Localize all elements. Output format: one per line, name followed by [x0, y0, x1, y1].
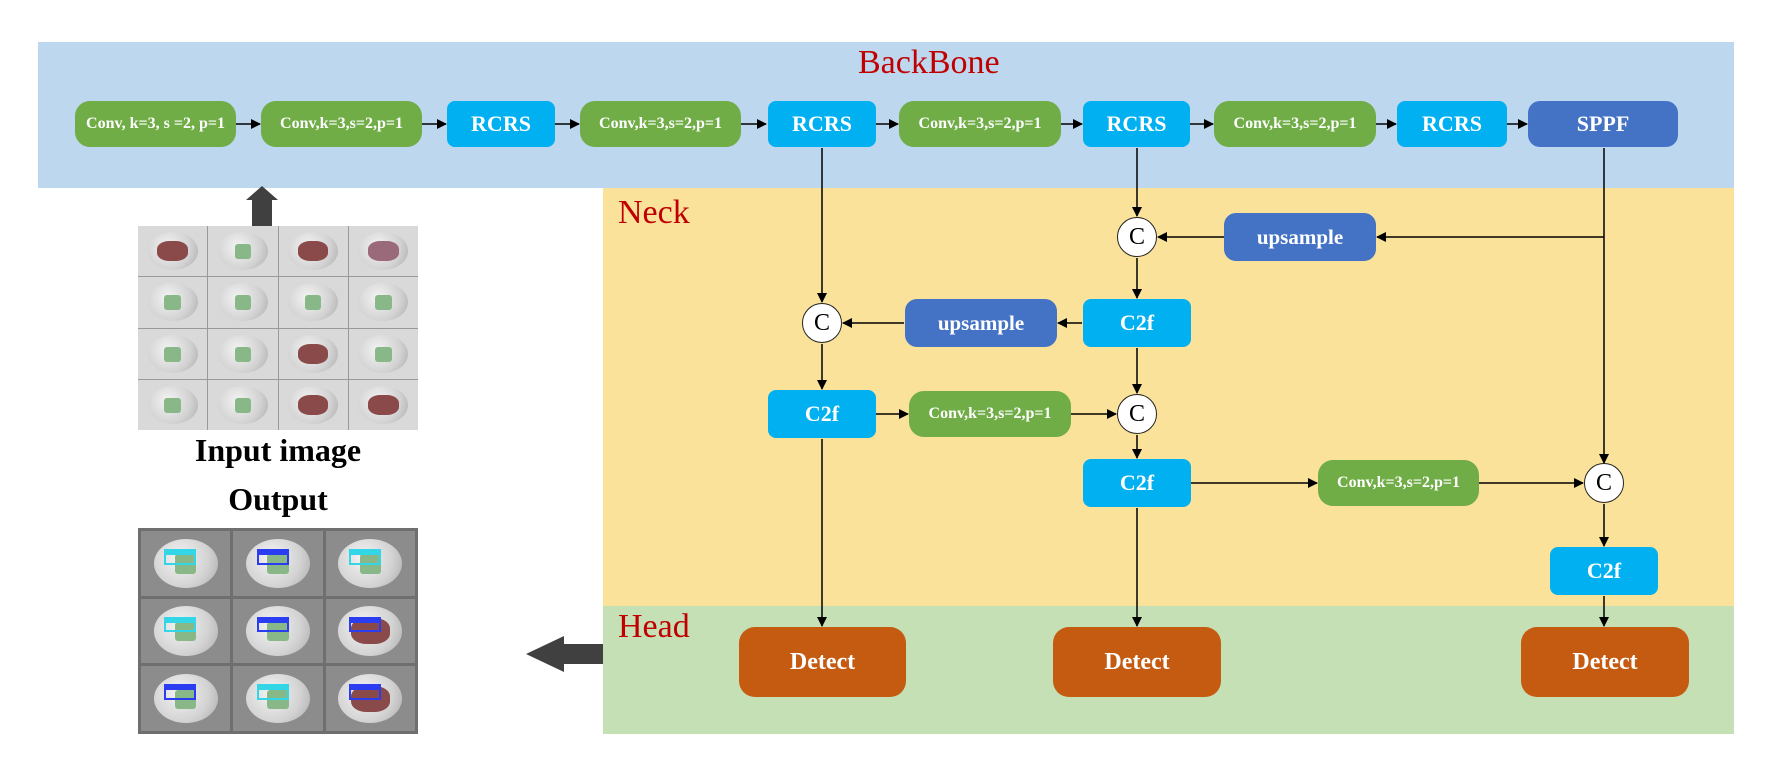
neck-c2f-right-top: C2f: [1083, 299, 1191, 347]
backbone-sppf: SPPF: [1528, 101, 1678, 147]
neck-title: Neck: [618, 194, 690, 231]
backbone-conv-3: Conv,k=3,s=2,p=1: [580, 101, 741, 147]
input-tile: [278, 379, 348, 430]
input-tile: [278, 277, 348, 328]
output-arrow-head: [526, 636, 564, 672]
neck-c2f-far-right: C2f: [1550, 547, 1658, 595]
output-tile: [141, 598, 231, 664]
output-tile: [233, 598, 323, 664]
backbone-conv-4: Conv,k=3,s=2,p=1: [899, 101, 1061, 147]
concat-node-mid: C: [1117, 394, 1157, 434]
input-tile: [348, 328, 418, 379]
output-tile: [233, 531, 323, 596]
detection-box: [164, 616, 197, 633]
neck-upsample-mid: upsample: [905, 299, 1057, 347]
concat-node-right: C: [1584, 463, 1624, 503]
concat-node-left: C: [802, 303, 842, 343]
input-tile: [138, 226, 208, 277]
detection-box: [348, 549, 382, 565]
input-image-caption: Input image: [194, 432, 362, 468]
backbone-rcrs-4: RCRS: [1397, 101, 1507, 147]
backbone-rcrs-3: RCRS: [1083, 101, 1190, 147]
input-tile: [208, 328, 278, 379]
head-title: Head: [618, 608, 690, 645]
input-arrow-shaft: [252, 198, 272, 226]
output-tile: [325, 666, 415, 731]
input-tile: [208, 226, 278, 277]
backbone-conv-5: Conv,k=3,s=2,p=1: [1214, 101, 1376, 147]
input-tile: [278, 226, 348, 277]
detection-box: [256, 616, 289, 633]
output-tile: [141, 531, 231, 596]
backbone-conv-2: Conv,k=3,s=2,p=1: [261, 101, 422, 147]
input-tile: [348, 277, 418, 328]
output-caption: Output: [228, 481, 328, 517]
input-tile: [138, 379, 208, 430]
neck-conv-bottom: Conv,k=3,s=2,p=1: [1318, 460, 1479, 506]
concat-node-top: C: [1117, 217, 1157, 257]
neck-c2f-right-bottom: C2f: [1083, 459, 1191, 507]
detect-2: Detect: [1053, 627, 1221, 697]
output-tile: [325, 598, 415, 664]
output-tile: [141, 666, 231, 731]
output-arrow-shaft: [562, 644, 603, 664]
input-arrow-head: [246, 186, 278, 200]
input-tile: [138, 277, 208, 328]
neck-conv-mid: Conv,k=3,s=2,p=1: [909, 391, 1071, 437]
neck-c2f-left: C2f: [768, 390, 876, 438]
input-tile: [138, 328, 208, 379]
detect-3: Detect: [1521, 627, 1689, 697]
backbone-rcrs-1: RCRS: [447, 101, 555, 147]
input-tile: [348, 379, 418, 430]
backbone-title: BackBone: [858, 44, 1000, 81]
detection-box: [164, 549, 197, 565]
output-image-mosaic: [138, 528, 418, 734]
detection-box: [348, 684, 382, 700]
input-tile: [208, 379, 278, 430]
input-tile: [348, 226, 418, 277]
detection-box: [164, 684, 197, 700]
detection-box: [256, 684, 289, 700]
detection-box: [348, 616, 382, 633]
input-tile: [278, 328, 348, 379]
detect-1: Detect: [739, 627, 906, 697]
backbone-rcrs-2: RCRS: [768, 101, 876, 147]
detection-box: [256, 549, 289, 565]
output-tile: [233, 666, 323, 731]
input-tile: [208, 277, 278, 328]
output-tile: [325, 531, 415, 596]
neck-upsample-top: upsample: [1224, 213, 1376, 261]
backbone-conv-1: Conv, k=3, s =2, p=1: [75, 101, 236, 147]
input-image-mosaic: [138, 226, 418, 430]
